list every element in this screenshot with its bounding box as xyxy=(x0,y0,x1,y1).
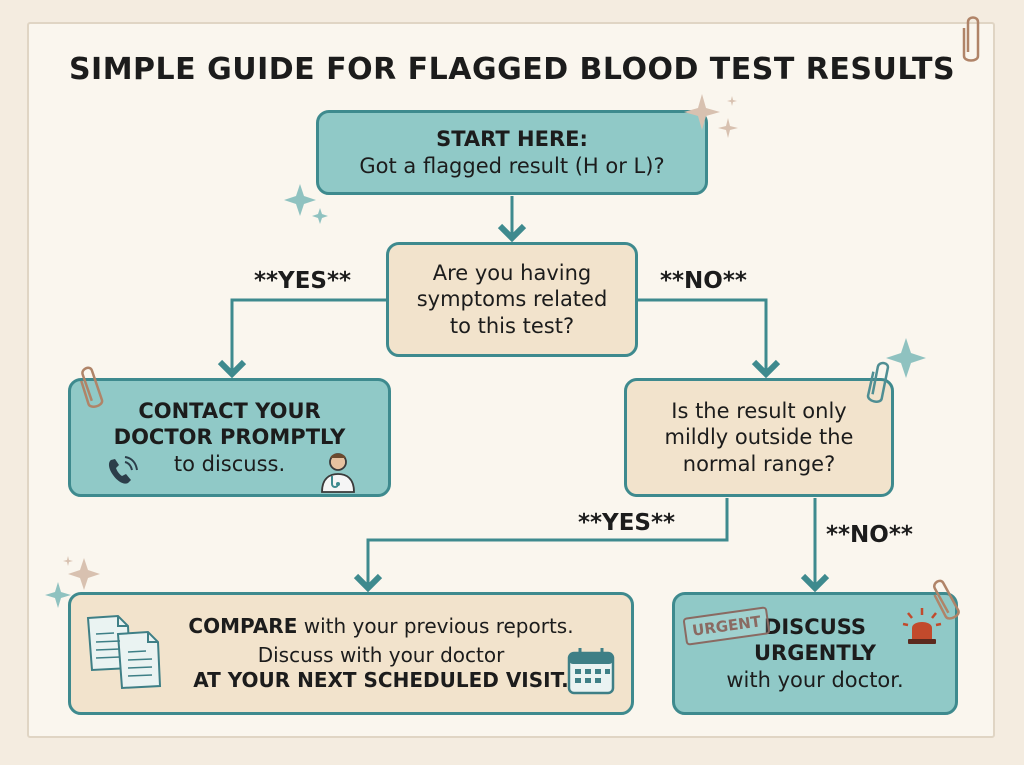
q1-line: Are you having xyxy=(432,261,592,286)
sparkle-icon xyxy=(684,94,738,138)
calendar-icon xyxy=(567,648,615,695)
urgent-heading: URGENTLY xyxy=(753,641,877,666)
q2-line: normal range? xyxy=(682,451,836,476)
q1-line: to this test? xyxy=(449,313,575,338)
paperclip-icon xyxy=(866,361,890,403)
connector-q1-yes xyxy=(217,298,386,379)
sparkle-icon xyxy=(886,338,926,378)
start-heading: START HERE: xyxy=(436,127,588,152)
connector-q2-yes xyxy=(353,498,729,593)
page-title: SIMPLE GUIDE FOR FLAGGED BLOOD TEST RESU… xyxy=(68,52,956,87)
compare-rest: with your previous reports. xyxy=(297,614,574,638)
urgent-body: with your doctor. xyxy=(726,667,904,692)
compare-line3: AT YOUR NEXT SCHEDULED VISIT. xyxy=(193,668,569,692)
q1-yes-label: **YES** xyxy=(254,268,352,294)
q2-yes-label: **YES** xyxy=(578,510,676,536)
alarm-light-icon xyxy=(902,608,942,644)
documents-icon xyxy=(86,614,162,690)
compare-bold: COMPARE xyxy=(188,614,298,638)
contact-heading: CONTACT YOUR xyxy=(138,399,321,424)
start-question: Got a flagged result (H or L)? xyxy=(359,153,665,178)
connector-q1-no xyxy=(638,298,781,379)
compare-line2: Discuss with your doctor xyxy=(257,643,505,667)
sparkle-icon xyxy=(284,184,328,224)
q1-line: symptoms related xyxy=(416,287,608,312)
paperclip-icon xyxy=(933,579,960,620)
compare-box: COMPARE with your previous reports. Disc… xyxy=(68,592,634,715)
urgent-heading: DISCUSS xyxy=(763,615,867,640)
compare-line1: COMPARE with your previous reports. xyxy=(188,614,573,639)
paperclip-icon xyxy=(962,16,980,62)
q1-no-label: **NO** xyxy=(660,268,747,294)
paperclip-icon xyxy=(80,366,104,408)
q2-line: mildly outside the xyxy=(664,425,854,450)
q2-no-label: **NO** xyxy=(826,522,913,548)
doctor-icon xyxy=(321,453,355,493)
question-mild-box: Is the result only mildly outside the no… xyxy=(624,378,894,497)
contact-body: to discuss. xyxy=(173,451,286,476)
sparkle-icon xyxy=(45,556,100,608)
phone-icon xyxy=(108,456,138,484)
contact-heading: DOCTOR PROMPTLY xyxy=(113,425,346,450)
q2-line: Is the result only xyxy=(671,399,847,424)
urgent-box: DISCUSS URGENTLY with your doctor. xyxy=(672,592,958,715)
start-box: START HERE: Got a flagged result (H or L… xyxy=(316,110,708,195)
question-symptoms-box: Are you having symptoms related to this … xyxy=(386,242,638,357)
